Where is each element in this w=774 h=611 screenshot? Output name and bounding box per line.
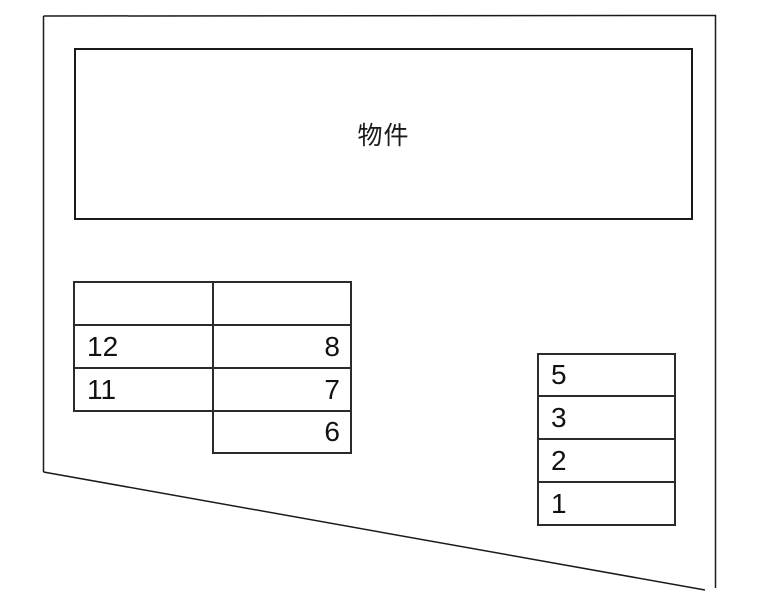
parking-space-2: 2 [537,438,676,483]
parking-table-left-column-a: 12 11 [73,281,214,412]
parking-space-5: 5 [537,353,676,397]
parking-space-7: 7 [212,367,352,412]
site-boundary-diagonal [43,471,706,591]
parking-space-11: 11 [73,367,214,412]
parking-space-8: 8 [212,324,352,369]
parking-space-1: 1 [537,481,676,526]
parking-space-3: 3 [537,395,676,440]
parking-space-12: 12 [73,324,214,369]
parking-table-left-column-b: 8 7 6 [212,281,352,454]
parking-space-6: 6 [212,410,352,454]
site-boundary-top-right [43,14,717,588]
parking-table-right: 5 3 2 1 [537,353,676,526]
building-block: 物件 [74,48,693,220]
parking-cell-empty-b [212,281,352,326]
parking-cell-empty-a [73,281,214,326]
building-label: 物件 [357,122,410,150]
